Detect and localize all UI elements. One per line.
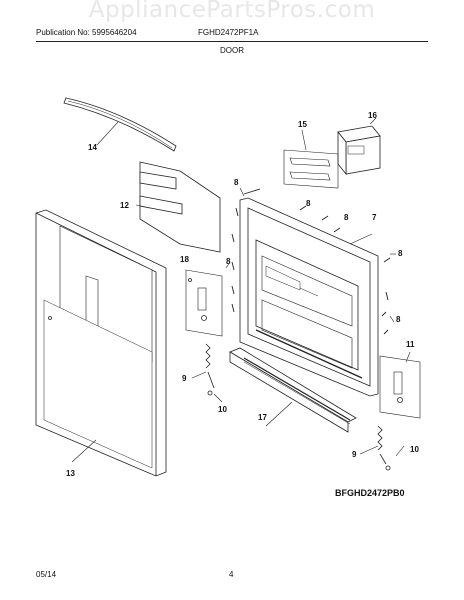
callout-12: 12: [120, 201, 129, 210]
callout-9-right: 9: [352, 450, 357, 459]
callout-13: 13: [66, 469, 75, 478]
callout-9-left: 9: [182, 374, 187, 383]
part-15-brackets: [283, 129, 339, 189]
callout-11: 11: [406, 340, 415, 349]
callout-8-right-top: 8: [344, 213, 349, 222]
part-11-right-hinge: [379, 351, 421, 419]
part-9-10-right-springs: [359, 425, 405, 471]
part-13-outer-panel: [35, 209, 167, 477]
part-12-insulation: [135, 161, 221, 253]
callout-15: 15: [298, 120, 307, 129]
section-title: DOOR: [220, 46, 244, 55]
part-16-dispenser: [337, 117, 381, 176]
part-7-inner-liner: [239, 197, 379, 397]
header-rule: [36, 41, 428, 42]
callout-8-top: 8: [234, 178, 239, 187]
part-9-10-left-springs: [191, 343, 223, 403]
model-number: FGHD2472PF1A: [198, 28, 259, 37]
footer-page-number: 4: [229, 570, 234, 579]
callout-8-right: 8: [398, 249, 403, 258]
watermark: AppliancePartsPros.com: [88, 0, 376, 23]
callout-14: 14: [88, 143, 97, 152]
callout-8-center: 8: [306, 199, 311, 208]
part-14-handle: [63, 97, 177, 152]
callout-17: 17: [258, 413, 267, 422]
callout-7: 7: [372, 213, 377, 222]
callout-10-right: 10: [410, 445, 419, 454]
footer-date: 05/14: [36, 570, 57, 579]
callout-18: 18: [180, 255, 189, 264]
part-18-left-hinge: [185, 269, 223, 337]
part-17-vent: [229, 347, 357, 433]
callout-8-right-lower: 8: [396, 315, 401, 324]
diagram-code: BFGHD2472PB0: [335, 488, 405, 498]
callout-16: 16: [368, 111, 377, 120]
callout-8-left: 8: [226, 257, 231, 266]
publication-number: Publication No: 5995646204: [36, 28, 137, 37]
callout-10-left: 10: [218, 405, 227, 414]
part-8-screws: [225, 187, 396, 335]
